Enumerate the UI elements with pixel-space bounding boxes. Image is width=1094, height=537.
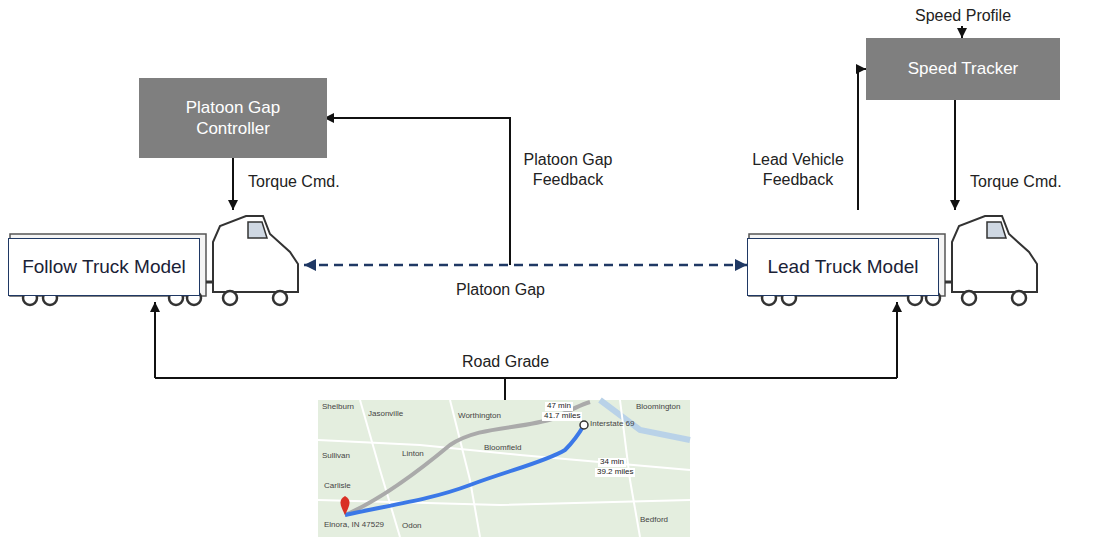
map-label: Jasonville — [368, 410, 403, 419]
input-arrow — [961, 26, 963, 38]
travel-time: 34 min — [598, 458, 626, 467]
map-label: Bloomfield — [484, 444, 521, 453]
map-label: Interstate 69 — [590, 420, 634, 429]
connector-label: Torque Cmd. — [970, 172, 1062, 192]
connector-label: Lead Vehicle Feedback — [748, 150, 848, 190]
travel-distance: 41.7 miles — [542, 412, 582, 421]
connector-label: Platoon Gap — [456, 280, 545, 300]
travel-time: 47 min — [545, 402, 573, 411]
model-label: Lead Truck Model — [747, 238, 939, 296]
map-label: Bloomington — [636, 403, 680, 412]
vehicle-model: Follow Truck Model — [8, 210, 300, 300]
controller-box: Platoon Gap Controller — [139, 78, 327, 158]
block-label: Speed Tracker — [896, 58, 1031, 79]
map-label: Bedford — [640, 516, 668, 525]
map-label: Linton — [402, 450, 424, 459]
command-arrow — [954, 100, 956, 210]
map-label: Worthington — [458, 412, 501, 421]
model-label: Follow Truck Model — [8, 238, 200, 296]
signal-label: Road Grade — [462, 352, 549, 372]
vehicle-model: Lead Truck Model — [747, 210, 1040, 300]
controller-box: Speed Tracker — [866, 38, 1060, 100]
route-map — [318, 400, 690, 537]
block-label: Platoon Gap Controller — [139, 97, 327, 140]
command-arrow — [232, 158, 234, 210]
road-grade-lines — [155, 302, 897, 400]
feedback-line — [324, 118, 510, 265]
map-label: Carlisle — [324, 482, 351, 491]
platoon-gap-arrow — [304, 264, 747, 267]
travel-distance: 39.2 miles — [595, 468, 635, 477]
map-label: Shelburn — [322, 403, 354, 412]
map-label: Sullivan — [322, 452, 350, 461]
feedback-arrow — [858, 69, 866, 210]
signal-label: Platoon Gap Feedback — [518, 150, 618, 190]
connector-label: Torque Cmd. — [248, 172, 340, 192]
map-label: Elnora, IN 47529 — [324, 521, 384, 530]
map-label: Odon — [402, 522, 422, 531]
input-label: Speed Profile — [915, 6, 1011, 26]
